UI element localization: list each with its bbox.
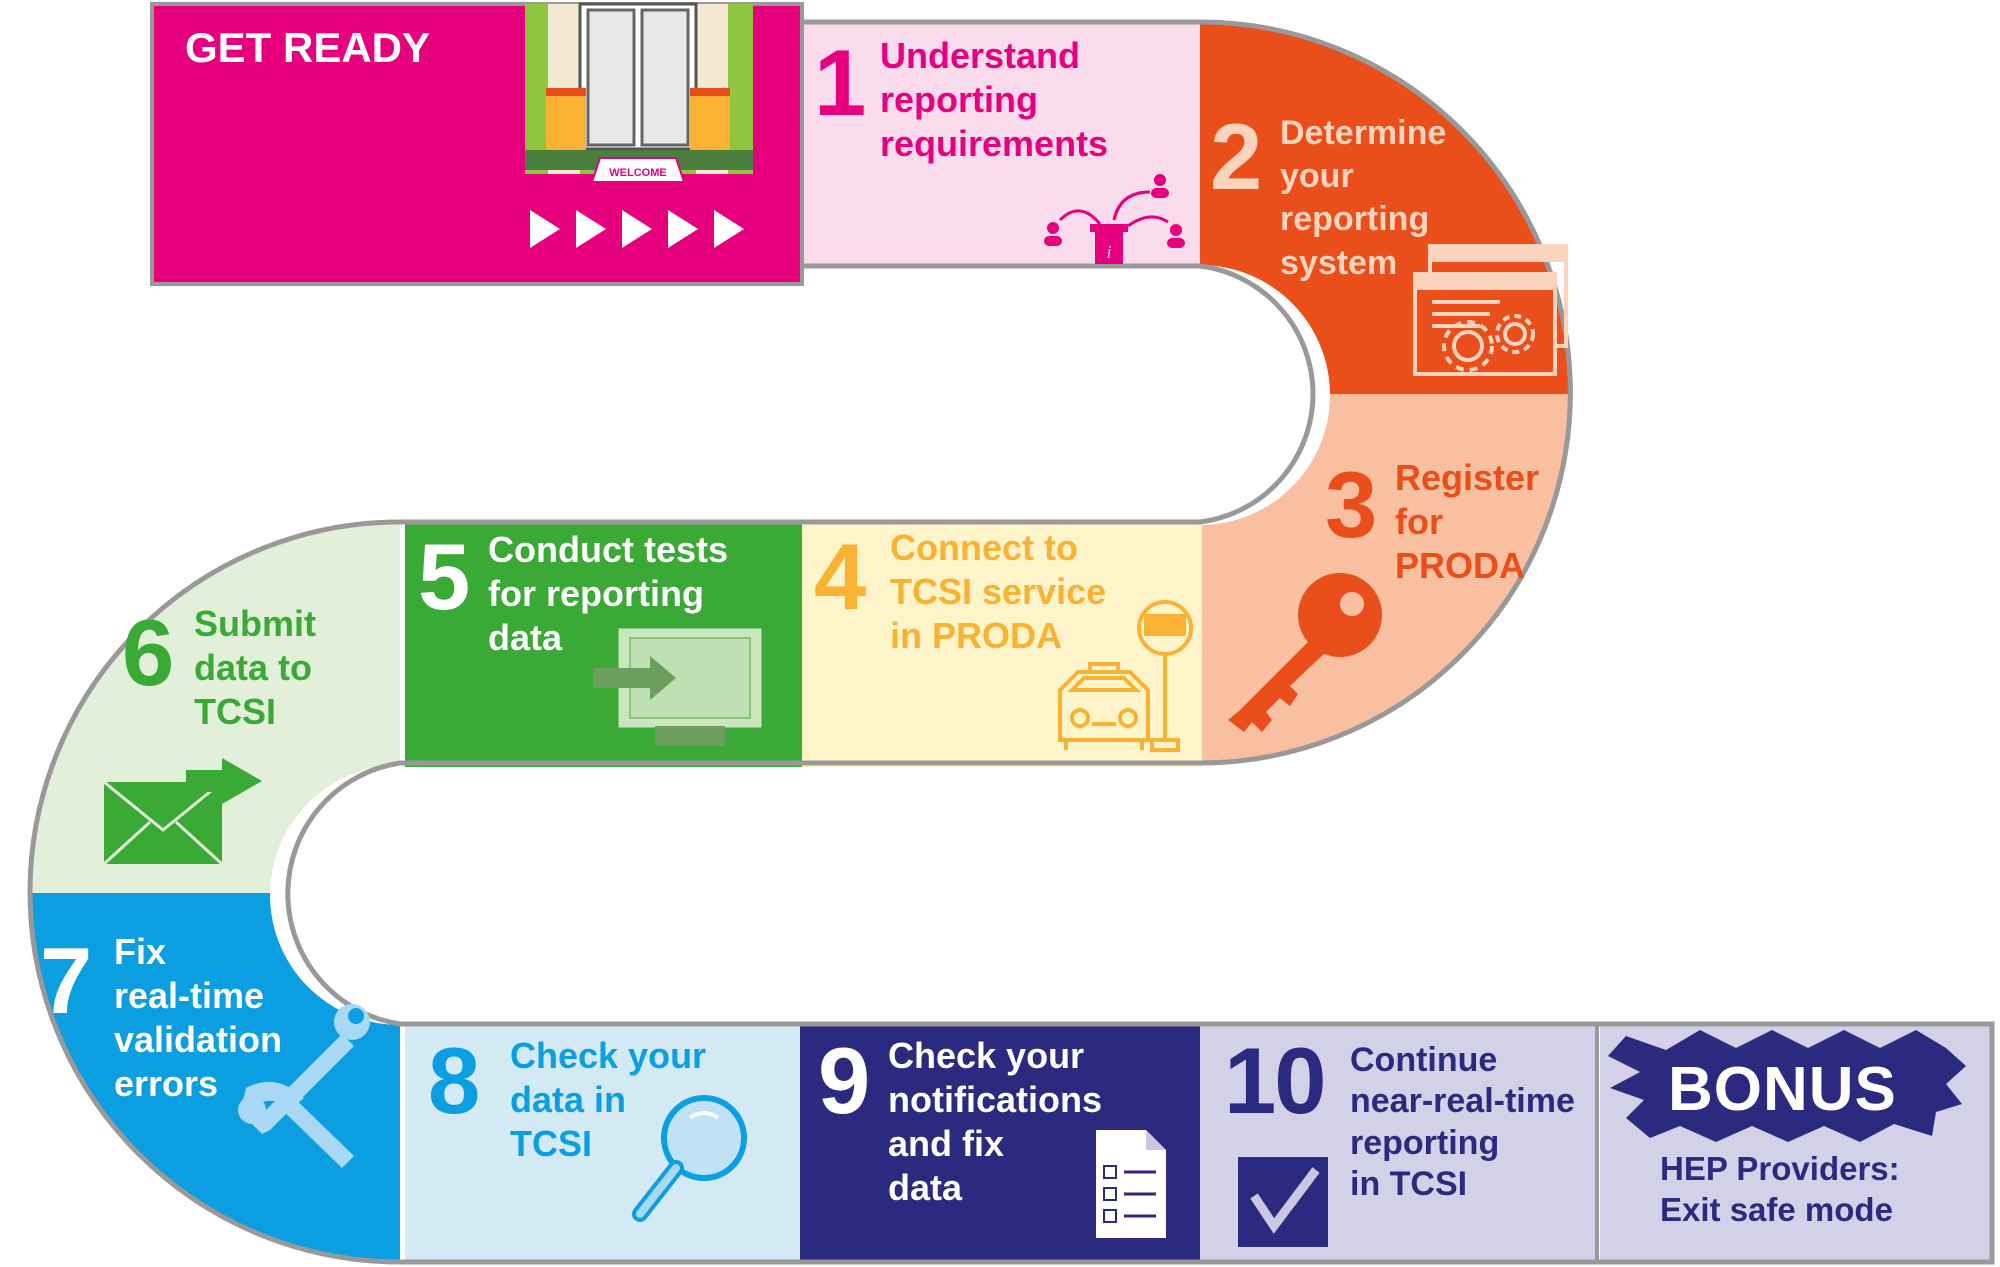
step-10-label: Continue near-real-time reporting in TCS… [1350, 1041, 1575, 1204]
welcome-door-icon [525, 2, 753, 183]
key-icon [1228, 573, 1382, 732]
bonus-starburst [1608, 1030, 1966, 1142]
step-6-number: 6 [122, 600, 174, 705]
step-10-number: 10 [1224, 1028, 1327, 1133]
get-ready-title: GET READY [185, 24, 431, 71]
step-8-label: Check your data in TCSI [510, 1035, 707, 1164]
step-4-number: 4 [814, 524, 866, 629]
people-info-icon: i [1044, 174, 1185, 264]
magnifier-icon [632, 1095, 747, 1222]
checkbox-icon [1238, 1157, 1328, 1247]
step-3-number: 3 [1325, 452, 1377, 557]
step-9-number: 9 [818, 1028, 870, 1133]
taxi-icon [1058, 662, 1150, 750]
svg-text:i: i [1106, 242, 1111, 262]
road-outline [27, 19, 1995, 1265]
step-3-panel [1200, 394, 1573, 765]
step-6-label: Submit data to TCSI [194, 603, 316, 732]
taxi-sign-icon [1137, 600, 1193, 752]
step-1-label: Understand reporting requirements [880, 35, 1109, 164]
step-5-number: 5 [418, 524, 470, 629]
monitor-arrow-icon [593, 628, 762, 746]
step-9-label: Check your notifications and fix data [888, 1035, 1102, 1208]
step-5-label: Conduct tests for reporting data [488, 529, 729, 658]
step-7-number: 7 [40, 928, 92, 1033]
bonus-badge: BONUS [1668, 1055, 1897, 1124]
wrench-opening [348, 1008, 364, 1024]
step-3-label: Register for PRODA [1395, 457, 1540, 586]
arrow-triangles-icon [530, 210, 744, 248]
checklist-icon [1096, 1130, 1166, 1238]
welcome-mat-text: WELCOME [609, 167, 666, 179]
step-7-label: Fix real-time validation errors [114, 931, 283, 1104]
key-hole [1340, 592, 1364, 616]
step-1-panel [800, 22, 1202, 265]
system-gears-icon [1413, 244, 1568, 376]
step-2-label: Determine your reporting system [1280, 114, 1447, 282]
step-4-label: Connect to TCSI service in PRODA [890, 527, 1107, 656]
step-1-number: 1 [814, 30, 866, 135]
bonus-label: HEP Providers: Exit safe mode [1660, 1150, 1900, 1229]
step-4-panel [800, 523, 1202, 767]
envelope-arrow-icon [102, 758, 262, 866]
step-2-number: 2 [1210, 104, 1262, 209]
step-8-number: 8 [428, 1028, 480, 1133]
